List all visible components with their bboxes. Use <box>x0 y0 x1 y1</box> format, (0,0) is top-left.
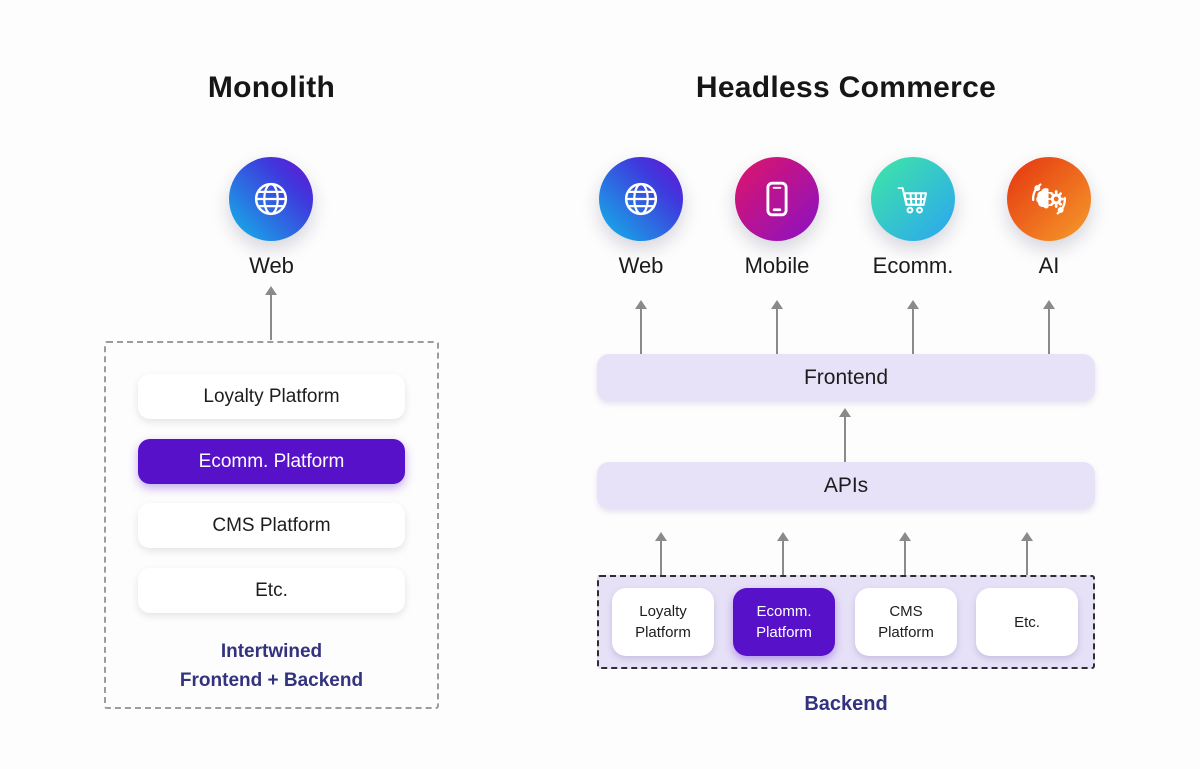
backend-item-cms-platform: CMS Platform <box>855 588 957 656</box>
backend-item-line2: Platform <box>878 624 934 641</box>
ecomm-channel-badge <box>871 157 955 241</box>
stack-item-etc: Etc. <box>138 568 405 613</box>
apis-layer-bar: APIs <box>597 462 1095 509</box>
globe-icon <box>248 176 294 222</box>
monolith-title: Monolith <box>207 71 336 104</box>
backend-item-line1: CMS <box>889 603 923 620</box>
web-channel-label: Web <box>249 253 294 278</box>
channel-label-mobile: Mobile <box>744 253 810 278</box>
stack-item-cms-platform: CMS Platform <box>138 503 405 548</box>
cart-icon <box>890 176 936 222</box>
stack-item-loyalty-platform: Loyalty Platform <box>138 374 405 419</box>
backend-item-line1: Etc. <box>1014 613 1040 631</box>
smartphone-icon <box>754 176 800 222</box>
arrow-apis-to-frontend <box>838 408 852 462</box>
ai-brain-gear-icon <box>1026 176 1072 222</box>
backend-item-line1: Ecomm. <box>756 603 812 620</box>
arrow-loyalty-to-apis <box>654 532 668 590</box>
arrow-frontend-to-ecomm <box>906 300 920 354</box>
backend-item-loyalty-platform: Loyalty Platform <box>612 588 714 656</box>
arrow-frontend-to-ai <box>1042 300 1056 354</box>
arrow-monolith-to-web <box>264 286 278 340</box>
arrow-cms-to-apis <box>898 532 912 590</box>
backend-caption: Backend <box>804 693 888 715</box>
frontend-layer-bar: Frontend <box>597 354 1095 401</box>
backend-item-etc: Etc. <box>976 588 1078 656</box>
mobile-channel-badge <box>735 157 819 241</box>
monolith-caption-line1: Intertwined <box>220 641 323 662</box>
web-channel-badge <box>229 157 313 241</box>
channel-label-ai: AI <box>1038 253 1060 278</box>
arrow-ecomm-to-apis <box>776 532 790 590</box>
backend-item-line2: Platform <box>635 624 691 641</box>
arrow-frontend-to-web <box>634 300 648 354</box>
globe-icon <box>618 176 664 222</box>
backend-item-line1: Loyalty <box>639 603 687 620</box>
web-channel-badge <box>599 157 683 241</box>
channel-label-ecomm: Ecomm. <box>872 253 954 278</box>
stack-item-ecomm-platform: Ecomm. Platform <box>138 439 405 484</box>
channel-label-web: Web <box>618 253 664 278</box>
backend-item-ecomm-platform: Ecomm. Platform <box>733 588 835 656</box>
ai-channel-badge <box>1007 157 1091 241</box>
monolith-caption-line2: Frontend + Backend <box>179 670 364 691</box>
monolith-caption: Intertwined Frontend + Backend <box>104 637 439 695</box>
headless-commerce-title: Headless Commerce <box>695 71 997 104</box>
monolith-boundary-box <box>104 341 439 709</box>
backend-item-line2: Platform <box>756 624 812 641</box>
arrow-frontend-to-mobile <box>770 300 784 354</box>
arrow-etc-to-apis <box>1020 532 1034 590</box>
